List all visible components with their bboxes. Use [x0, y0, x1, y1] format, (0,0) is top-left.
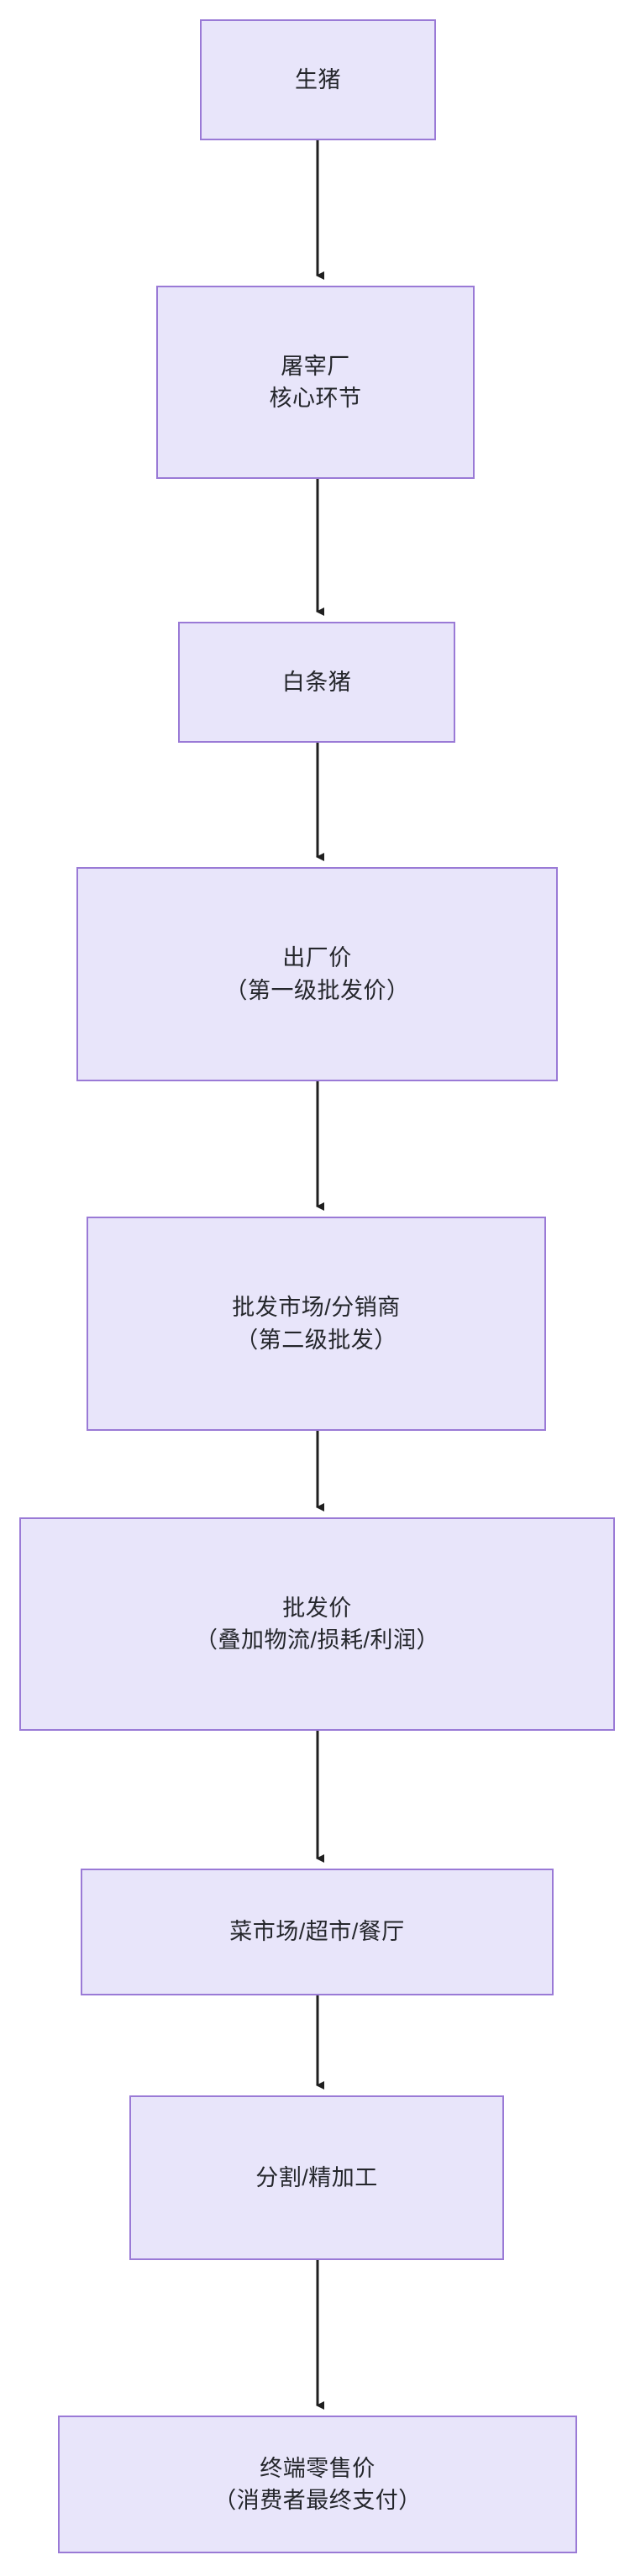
flow-node-label-primary: 批发价	[282, 1595, 352, 1621]
flow-node-label-primary: 分割/精加工	[255, 2164, 378, 2190]
flow-node-n5[interactable]: 批发市场/分销商 （第二级批发）	[87, 1217, 546, 1431]
flow-node-label-primary: 屠宰厂	[281, 353, 350, 379]
flow-node-label-primary: 终端零售价	[260, 2455, 376, 2481]
flow-node-n2[interactable]: 屠宰厂核心环节	[156, 286, 475, 479]
flow-node-label-primary: 批发市场/分销商	[232, 1295, 401, 1321]
flow-node-label-secondary: 核心环节	[269, 386, 362, 411]
flow-node-label-secondary: （第一级批发价）	[224, 977, 410, 1003]
flow-node-n3[interactable]: 白条猪	[178, 622, 455, 743]
flow-node-label-primary: 白条猪	[281, 669, 352, 695]
flow-node-n6[interactable]: 批发价 （叠加物流/损耗/利润）	[19, 1517, 615, 1731]
flow-node-n1[interactable]: 生猪	[200, 19, 436, 140]
flow-node-n9[interactable]: 终端零售价 （消费者最终支付）	[58, 2416, 577, 2553]
flow-node-label-secondary: （第二级批发）	[235, 1327, 397, 1353]
flow-node-label-primary: 菜市场/超市/餐厅	[229, 1919, 405, 1945]
flow-node-label-secondary: （叠加物流/损耗/利润）	[194, 1627, 439, 1653]
flow-node-label-primary: 出厂价	[282, 945, 352, 971]
flow-node-n4[interactable]: 出厂价 （第一级批发价）	[76, 867, 558, 1081]
flow-node-n8[interactable]: 分割/精加工	[129, 2095, 504, 2260]
flow-node-n7[interactable]: 菜市场/超市/餐厅	[81, 1869, 554, 1995]
flow-node-label-secondary: （消费者最终支付）	[213, 2488, 422, 2513]
flow-node-label-primary: 生猪	[295, 66, 341, 92]
